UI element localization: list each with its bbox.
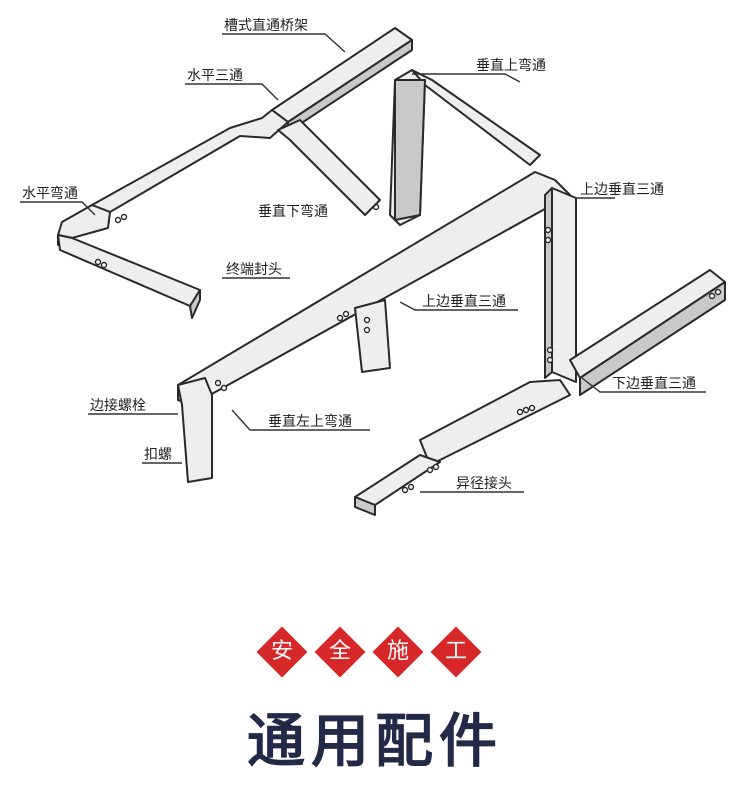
vertical-upper-bend-part	[389, 69, 541, 226]
safety-construction-badges: 安 全 施 工	[0, 626, 750, 688]
reducer-part	[354, 454, 441, 516]
trough-straight-tray	[271, 27, 413, 133]
left-vertical-bend	[177, 377, 213, 483]
badge-3: 施	[372, 626, 424, 678]
lower-vertical-tee-tray	[569, 269, 726, 396]
label-clip: 扣螺	[144, 447, 172, 463]
label-upper-vertical-tee-2: 上边垂直三通	[422, 293, 506, 310]
badge-char: 安	[270, 639, 293, 664]
bolt-holes-lower	[214, 226, 722, 494]
lower-long-tray	[419, 379, 571, 466]
label-reducer: 异径接头	[456, 475, 512, 492]
label-lower-vertical-tee: 下边垂直三通	[612, 375, 696, 392]
left-arm-tray	[57, 234, 201, 319]
label-horizontal-tee: 水平三通	[187, 68, 243, 84]
badge-2: 全	[314, 626, 366, 678]
leader-lines	[20, 33, 706, 493]
label-trough-straight: 槽式直通桥架	[224, 17, 308, 34]
label-upper-vertical-tee-1: 上边垂直三通	[580, 181, 664, 198]
middle-vertical-leg	[354, 299, 391, 373]
label-vertical-upper-bend: 垂直上弯通	[476, 57, 546, 74]
label-horizontal-bend: 水平弯通	[22, 185, 78, 202]
label-edge-bolt: 边接螺栓	[90, 397, 146, 414]
badge-4: 工	[430, 626, 482, 678]
badge-char: 施	[386, 639, 409, 664]
bolt-holes	[94, 199, 380, 269]
badge-char: 工	[444, 639, 467, 664]
right-vertical-riser	[544, 187, 577, 383]
center-branch	[277, 119, 381, 216]
page-title: 通用配件	[246, 707, 503, 775]
badge-char: 全	[328, 639, 351, 664]
label-vertical-left-upper-bend: 垂直左上弯通	[268, 413, 352, 430]
badge-1: 安	[256, 626, 308, 678]
horizontal-tee-part	[91, 109, 289, 213]
label-vertical-lower-bend: 垂直下弯通	[258, 203, 328, 220]
cable-tray-diagram: 槽式直通桥架 水平三通 垂直上弯通 水平弯通 垂直下弯通 上边垂直三通 终端封头…	[20, 17, 726, 516]
label-end-cap: 终端封头	[226, 262, 282, 278]
